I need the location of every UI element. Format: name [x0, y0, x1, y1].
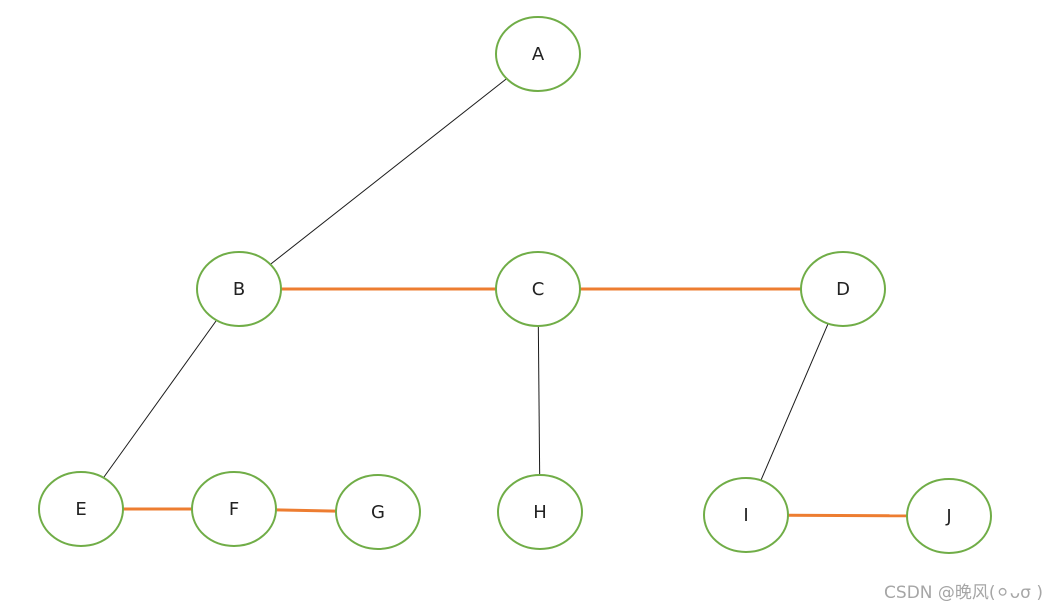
node-a: A — [495, 16, 581, 92]
node-ellipse — [497, 474, 583, 550]
edge-b-e — [103, 319, 217, 479]
node-label: D — [836, 279, 850, 300]
node-d: D — [800, 251, 886, 327]
node-label: B — [233, 279, 245, 300]
node-ellipse — [495, 251, 581, 327]
node-label: H — [533, 502, 547, 523]
node-c: C — [495, 251, 581, 327]
node-ellipse — [800, 251, 886, 327]
watermark-text: CSDN @晚风(⚪︎ᴗσ ) — [884, 583, 1043, 603]
edge-i-j — [787, 513, 908, 518]
node-label: I — [743, 505, 748, 526]
node-g: G — [335, 474, 421, 550]
edges-layer — [103, 78, 908, 518]
node-e: E — [38, 471, 124, 547]
node-ellipse — [906, 478, 992, 554]
watermark: CSDN @晚风(⚪︎ᴗσ ) — [884, 578, 1043, 603]
node-ellipse — [191, 471, 277, 547]
node-j: J — [906, 478, 992, 554]
node-f: F — [191, 471, 277, 547]
node-label: F — [229, 499, 239, 520]
node-b: B — [196, 251, 282, 327]
node-ellipse — [703, 477, 789, 553]
node-label: E — [75, 499, 86, 520]
edge-f-g — [275, 508, 337, 513]
node-ellipse — [196, 251, 282, 327]
node-ellipse — [335, 474, 421, 550]
node-label: J — [945, 506, 951, 527]
node-label: G — [371, 502, 385, 523]
edge-d-i — [760, 323, 829, 481]
node-ellipse — [495, 16, 581, 92]
nodes-layer: A B C D E F G H I J — [38, 16, 992, 554]
node-i: I — [703, 477, 789, 553]
node-h: H — [497, 474, 583, 550]
node-ellipse — [38, 471, 124, 547]
node-label: C — [532, 279, 545, 300]
node-label: A — [532, 44, 545, 65]
edge-a-b — [270, 78, 507, 265]
edge-c-h — [537, 325, 541, 476]
